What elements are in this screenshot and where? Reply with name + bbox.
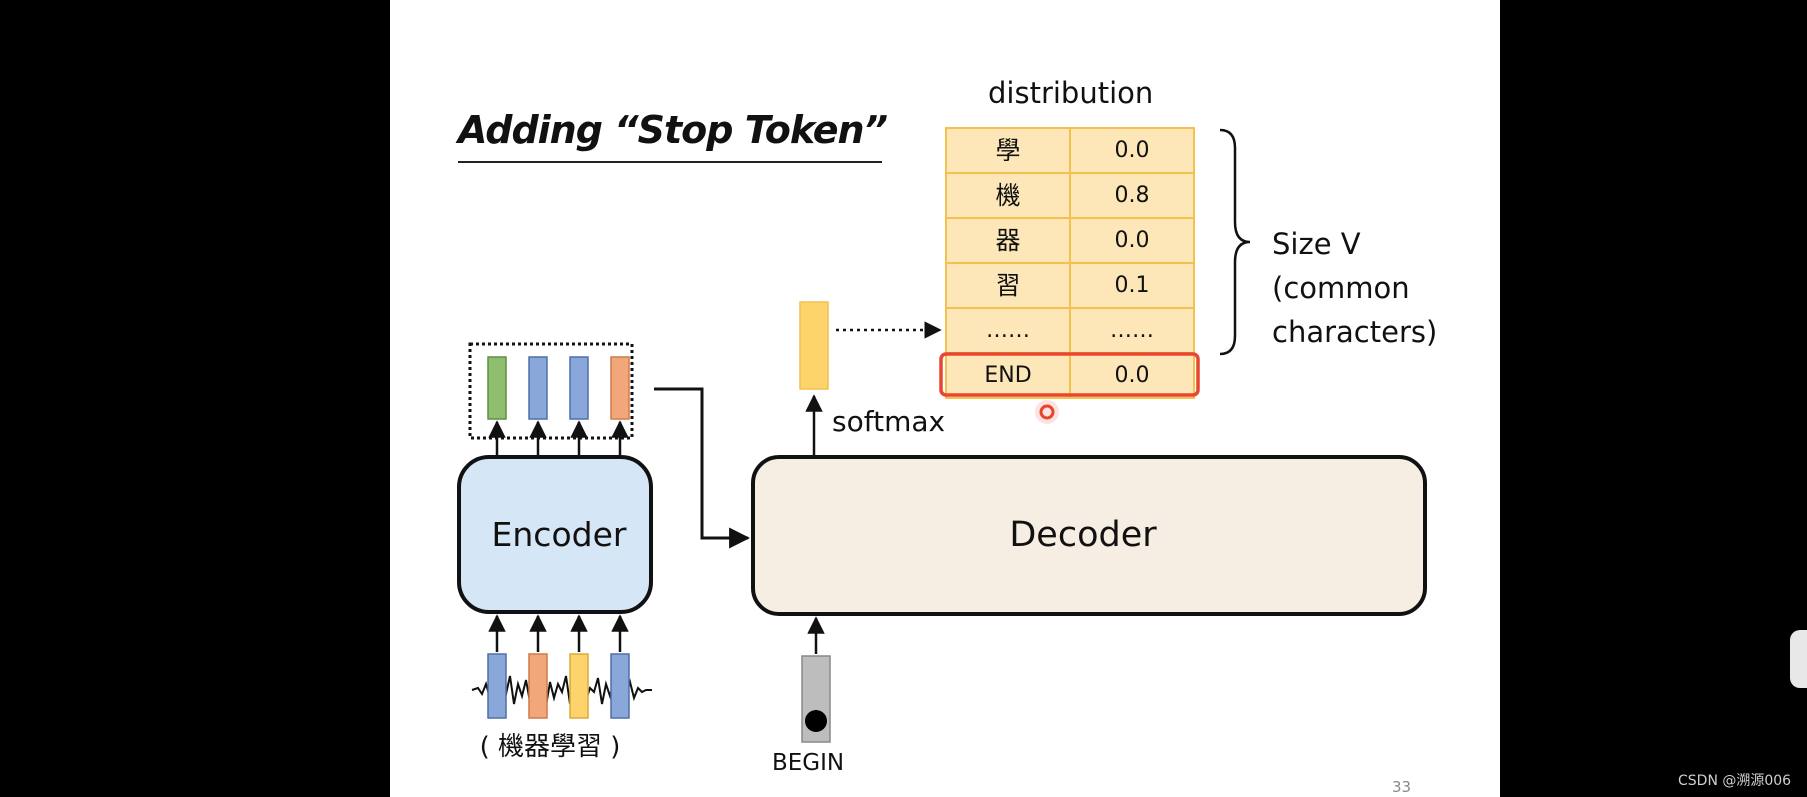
- encoder-output-box: [468, 342, 634, 440]
- slide-title: Adding “Stop Token”: [458, 108, 888, 152]
- slide: Adding “Stop Token” distribution 學 0.0 機…: [390, 0, 1500, 797]
- output-vector: [799, 301, 829, 390]
- table-cell-end-token: END: [984, 363, 1032, 388]
- watermark: CSDN @溯源006: [1678, 773, 1792, 789]
- size-v-label: Size V (common characters): [1272, 222, 1437, 354]
- softmax-label: softmax: [832, 405, 946, 438]
- side-handle[interactable]: [1790, 630, 1807, 688]
- table-cell-token: 習: [995, 271, 1021, 300]
- table-cell-end-prob: 0.0: [1114, 363, 1150, 388]
- table-cell-prob: 0.0: [1114, 138, 1150, 163]
- table-cell-token: ……: [986, 318, 1030, 343]
- encoder-label: Encoder: [491, 515, 627, 554]
- distribution-table: [939, 127, 1200, 399]
- encoder-to-decoder-arrow: [654, 387, 751, 549]
- decoder-block: [751, 455, 1427, 616]
- table-cell-prob: 0.1: [1114, 273, 1150, 298]
- table-cell-prob: 0.0: [1114, 228, 1150, 253]
- table-cell-token: 學: [995, 136, 1021, 165]
- size-brace: [1219, 128, 1251, 356]
- decoder-label: Decoder: [1009, 515, 1157, 555]
- encoder-block: [457, 455, 653, 614]
- size-v-line: Size V: [1272, 227, 1361, 261]
- table-cell-token: 器: [995, 226, 1021, 255]
- size-v-line: (common: [1272, 271, 1410, 305]
- input-label: ( 機器學習 ): [479, 732, 621, 762]
- title-underline: [458, 161, 882, 163]
- begin-label: BEGIN: [772, 750, 845, 776]
- distribution-label: distribution: [988, 76, 1154, 110]
- size-v-line: characters): [1272, 315, 1438, 349]
- table-cell-prob: ……: [1110, 318, 1154, 343]
- page-number: 33: [1392, 778, 1412, 796]
- diagram-canvas: [457, 127, 1427, 743]
- cursor-dot: [1039, 404, 1055, 420]
- table-cell-token: 機: [995, 181, 1021, 210]
- table-cell-prob: 0.8: [1114, 183, 1150, 208]
- end-row-highlight: [939, 352, 1200, 397]
